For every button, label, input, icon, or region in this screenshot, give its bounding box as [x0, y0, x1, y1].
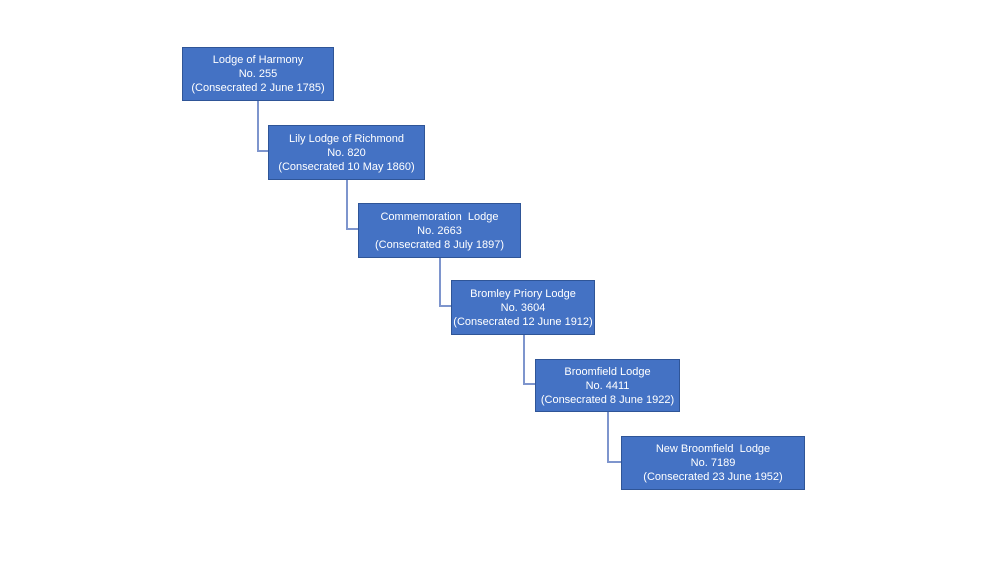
node-consecrated: (Consecrated 23 June 1952): [643, 471, 783, 483]
node-consecrated: (Consecrated 8 June 1922): [540, 393, 675, 406]
node-number: No. 4411: [585, 379, 630, 392]
node-lily-lodge-of-richmond: Lily Lodge of Richmond No. 820 (Consecra…: [268, 125, 425, 180]
node-title: Lodge of Harmony: [212, 54, 304, 66]
node-title: Broomfield Lodge: [564, 365, 651, 378]
connector-4-horizontal: [523, 383, 536, 385]
node-title: Bromley Priory Lodge: [470, 287, 576, 300]
node-consecrated: (Consecrated 10 May 1860): [278, 160, 415, 173]
node-new-broomfield-lodge: New Broomfield Lodge No. 7189 (Consecrat…: [621, 436, 805, 490]
node-consecrated: (Consecrated 12 June 1912): [453, 315, 593, 328]
node-number: No. 820: [327, 146, 366, 159]
node-commemoration-lodge: Commemoration Lodge No. 2663 (Consecrate…: [358, 203, 521, 258]
node-consecrated: (Consecrated 8 July 1897): [374, 238, 504, 251]
node-number: No. 255: [238, 68, 278, 80]
node-lodge-of-harmony: Lodge of Harmony No. 255 (Consecrated 2 …: [182, 47, 334, 101]
node-title: Lily Lodge of Richmond: [289, 132, 404, 145]
node-number: No. 7189: [690, 457, 736, 469]
connector-1-vertical: [257, 101, 259, 152]
connector-2-horizontal: [346, 228, 359, 230]
node-number: No. 2663: [417, 224, 462, 237]
node-bromley-priory-lodge: Bromley Priory Lodge No. 3604 (Consecrat…: [451, 280, 595, 335]
connector-4-vertical: [523, 334, 525, 385]
connector-1-horizontal: [257, 150, 269, 152]
node-consecrated: (Consecrated 2 June 1785): [191, 82, 325, 94]
node-title: New Broomfield Lodge: [655, 443, 771, 455]
connector-5-horizontal: [607, 461, 622, 463]
node-title: Commemoration Lodge: [380, 210, 499, 223]
node-number: No. 3604: [500, 301, 546, 314]
connector-3-vertical: [439, 257, 441, 307]
node-broomfield-lodge: Broomfield Lodge No. 4411 (Consecrated 8…: [535, 359, 680, 412]
connector-3-horizontal: [439, 305, 452, 307]
connector-5-vertical: [607, 411, 609, 463]
connector-2-vertical: [346, 179, 348, 230]
